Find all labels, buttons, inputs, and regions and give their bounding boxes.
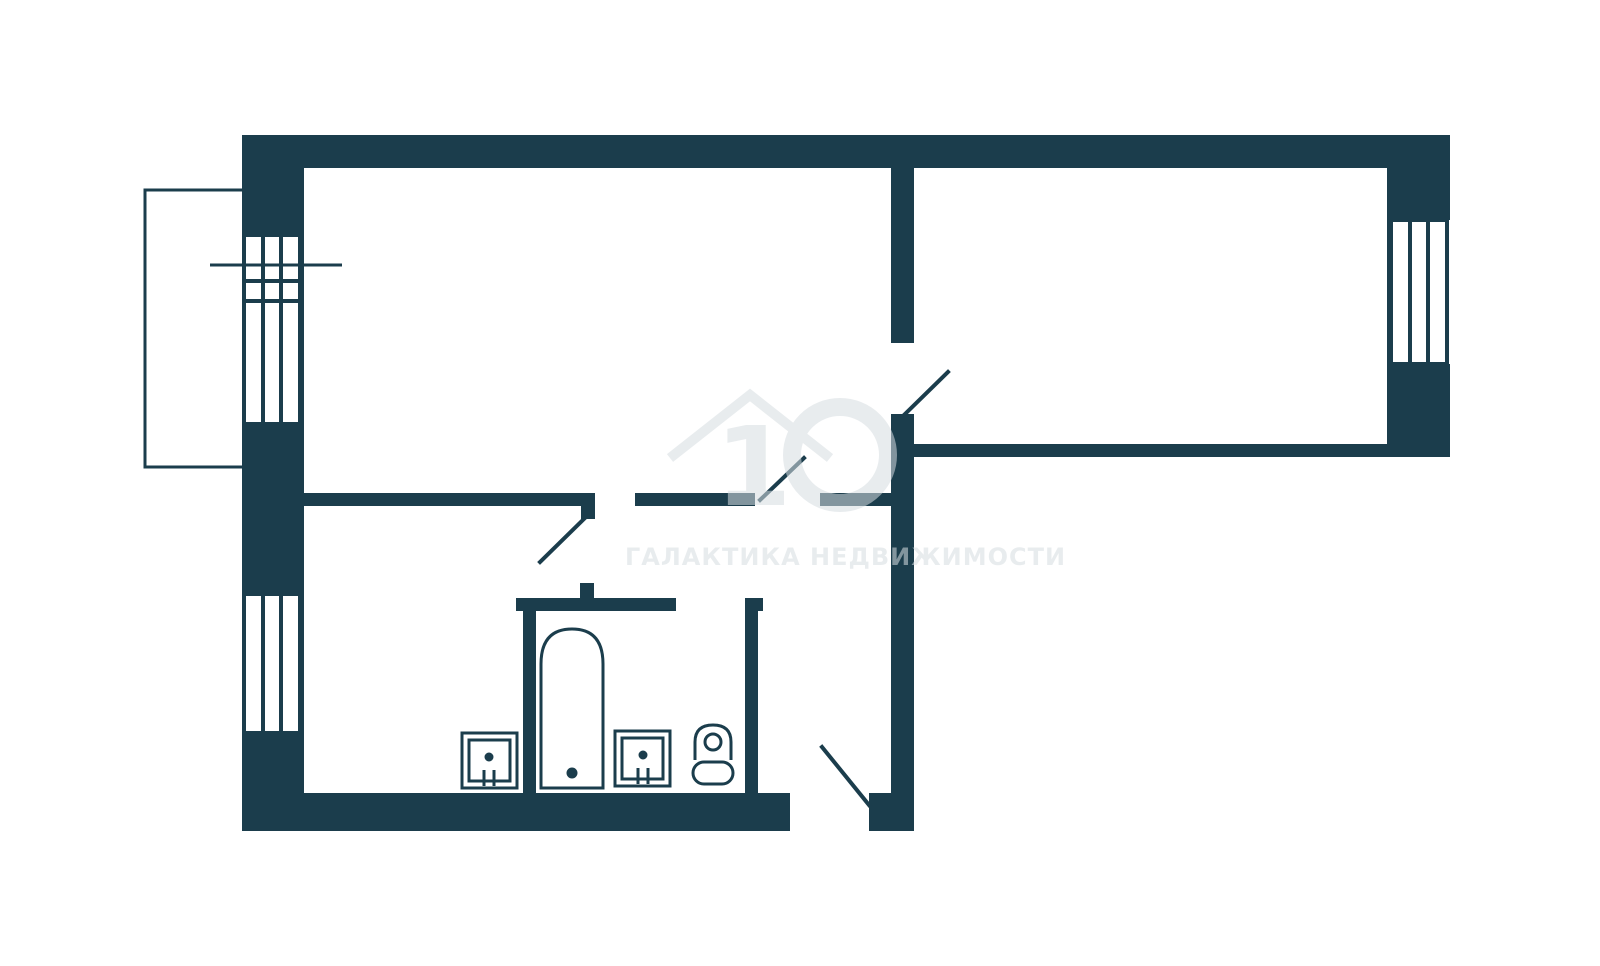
wall-bath-top [516, 598, 676, 611]
toilet-icon [691, 723, 735, 786]
wall-partition-upper [891, 168, 914, 343]
wall-left-middle [242, 424, 304, 594]
wall-living-hall [635, 493, 755, 506]
watermark-caption: ГАЛАКТИКА НЕДВИЖИМОСТИ [625, 543, 1066, 571]
balcony [143, 188, 342, 469]
wall-bath-right [745, 598, 758, 793]
door-right-room [902, 369, 951, 417]
wall-bath-right-cap [745, 598, 763, 611]
wall-right-top [1387, 135, 1450, 220]
window-left-lower [242, 592, 302, 735]
window-right [1389, 218, 1449, 366]
wall-bottom [242, 793, 790, 831]
wall-living-kitchen [304, 493, 592, 506]
watermark-logo: 1 [715, 403, 793, 531]
wall-left-top [242, 135, 304, 235]
stove-icon [460, 731, 519, 790]
wall-hallway-right [891, 414, 914, 831]
wall-bath-left [523, 598, 536, 793]
wall-bottom-right-stub [869, 793, 914, 831]
sink-icon [613, 729, 672, 788]
bathtub-icon [539, 627, 605, 790]
door-kitchen [537, 513, 590, 565]
wall-bath-top-stub [580, 583, 594, 600]
wall-top [242, 135, 1450, 168]
watermark: 1 ГАЛАКТИКА НЕДВИЖИМОСТИ [625, 388, 1066, 571]
wall-living-kitchen-stub [581, 493, 595, 519]
wall-right-bottom [1387, 364, 1450, 457]
door-entrance [819, 744, 872, 808]
walls [242, 135, 1450, 831]
watermark-ring [783, 398, 897, 512]
wall-right-room-bottom [905, 444, 1450, 457]
